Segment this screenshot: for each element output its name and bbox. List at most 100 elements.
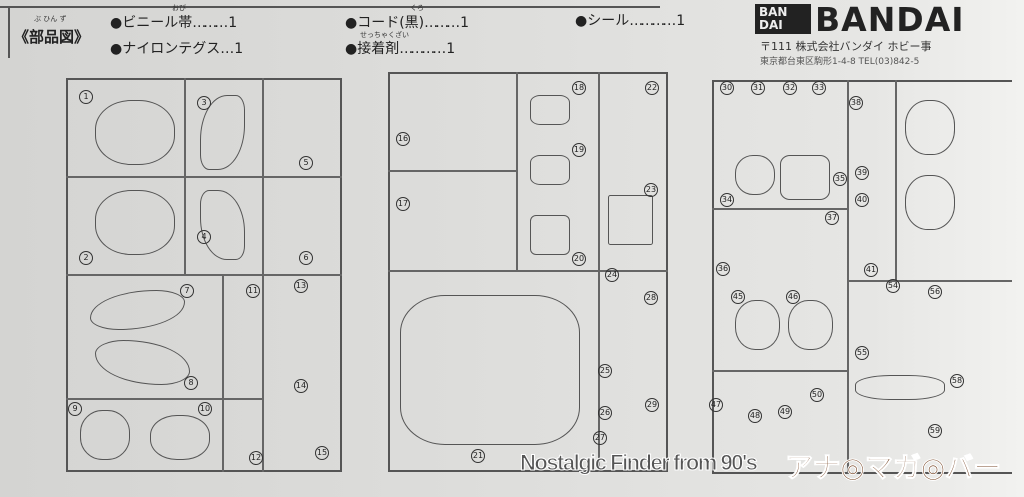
part-number-label: 26 <box>598 406 612 420</box>
part-number-label: 46 <box>786 290 800 304</box>
part-number-label: 16 <box>396 132 410 146</box>
sprue-runner <box>516 72 518 270</box>
sprue-runner <box>388 170 516 172</box>
part-number-label: 4 <box>197 230 211 244</box>
part-face-outline <box>150 415 210 460</box>
part-number-label: 9 <box>68 402 82 416</box>
title-ruby: ぶ ひん ず <box>34 15 67 23</box>
part-number-label: 24 <box>605 268 619 282</box>
company-name: 〒111 株式会社バンダイ ホビー事 <box>760 40 932 53</box>
part-number-label: 37 <box>825 211 839 225</box>
part-number-label: 35 <box>833 172 847 186</box>
sprue-runner <box>895 80 897 280</box>
part-number-label: 6 <box>299 251 313 265</box>
part-number-label: 33 <box>812 81 826 95</box>
sprue-runner <box>66 176 342 178</box>
part-number-label: 32 <box>783 81 797 95</box>
part-number-label: 11 <box>246 284 260 298</box>
part-number-label: 41 <box>864 263 878 277</box>
part-panel-outline <box>608 195 653 245</box>
part-number-label: 49 <box>778 405 792 419</box>
part-shell-outline <box>735 300 780 350</box>
part-number-label: 45 <box>731 290 745 304</box>
watermark-text: Nostalgic Finder from 90's <box>519 450 758 476</box>
parts-diagram-title: 《部品図》 <box>14 28 90 46</box>
part-number-label: 39 <box>855 166 869 180</box>
part-head-outline <box>95 100 175 165</box>
sprue-runner <box>388 270 668 272</box>
parts-item: ●ビニール帯………1 <box>110 15 238 31</box>
part-number-label: 5 <box>299 156 313 170</box>
part-outline <box>780 155 830 200</box>
watermark-logo: アナ◎マガ◎バー <box>784 451 1002 485</box>
part-number-label: 17 <box>396 197 410 211</box>
item-ruby: くろ <box>410 4 424 12</box>
part-number-label: 40 <box>855 193 869 207</box>
part-number-label: 47 <box>709 398 723 412</box>
part-outline <box>855 375 945 400</box>
part-number-label: 23 <box>644 183 658 197</box>
part-face-outline <box>80 410 130 460</box>
sprue-runner <box>66 398 262 400</box>
item-ruby: せっちゃくざい <box>360 31 409 39</box>
part-number-label: 56 <box>928 285 942 299</box>
part-number-label: 22 <box>645 81 659 95</box>
part-base-outline <box>400 295 580 445</box>
part-number-label: 31 <box>751 81 765 95</box>
part-number-label: 2 <box>79 251 93 265</box>
part-number-label: 27 <box>593 431 607 445</box>
part-head-outline <box>95 190 175 255</box>
header-rule-left <box>8 8 10 58</box>
part-number-label: 1 <box>79 90 93 104</box>
parts-item: ●シール…………1 <box>575 13 686 29</box>
sprue-runner <box>712 208 847 210</box>
part-number-label: 38 <box>849 96 863 110</box>
sprue-runner <box>847 280 1012 282</box>
bandai-logo-box: BAN DAI <box>755 4 811 34</box>
part-number-label: 28 <box>644 291 658 305</box>
part-number-label: 10 <box>198 402 212 416</box>
part-number-label: 15 <box>315 446 329 460</box>
part-number-label: 13 <box>294 279 308 293</box>
part-shell-outline <box>788 300 833 350</box>
sprue-runner <box>712 370 847 372</box>
part-number-label: 20 <box>572 252 586 266</box>
parts-item: ●ナイロンテグス…1 <box>110 41 244 57</box>
part-outline <box>530 215 570 255</box>
parts-item: ●コード(黒)………1 <box>345 15 470 31</box>
header-rule <box>0 6 660 8</box>
part-number-label: 12 <box>249 451 263 465</box>
sprue-runner <box>222 274 224 472</box>
sprue-frame-b <box>388 72 668 472</box>
part-number-label: 48 <box>748 409 762 423</box>
sprue-frame-c <box>712 80 1012 474</box>
part-number-label: 21 <box>471 449 485 463</box>
part-outline <box>905 175 955 230</box>
sprue-runner <box>66 274 342 276</box>
parts-item: ●接着剤…………1 <box>345 41 456 57</box>
part-number-label: 54 <box>886 279 900 293</box>
part-outline <box>735 155 775 195</box>
bandai-logo-text: BANDAI <box>815 0 965 39</box>
part-number-label: 34 <box>720 193 734 207</box>
part-number-label: 58 <box>950 374 964 388</box>
company-address: 東京都台東区駒形1-4-8 TEL(03)842-5 <box>760 57 920 67</box>
part-number-label: 36 <box>716 262 730 276</box>
part-outline <box>530 155 570 185</box>
sprue-runner <box>847 80 849 474</box>
sprue-runner <box>598 72 600 472</box>
part-number-label: 30 <box>720 81 734 95</box>
part-number-label: 55 <box>855 346 869 360</box>
part-number-label: 19 <box>572 143 586 157</box>
part-outline <box>530 95 570 125</box>
part-number-label: 59 <box>928 424 942 438</box>
part-number-label: 29 <box>645 398 659 412</box>
part-number-label: 25 <box>598 364 612 378</box>
part-number-label: 3 <box>197 96 211 110</box>
part-number-label: 50 <box>810 388 824 402</box>
part-number-label: 8 <box>184 376 198 390</box>
item-ruby: おび <box>172 4 186 12</box>
part-number-label: 7 <box>180 284 194 298</box>
part-outline <box>905 100 955 155</box>
